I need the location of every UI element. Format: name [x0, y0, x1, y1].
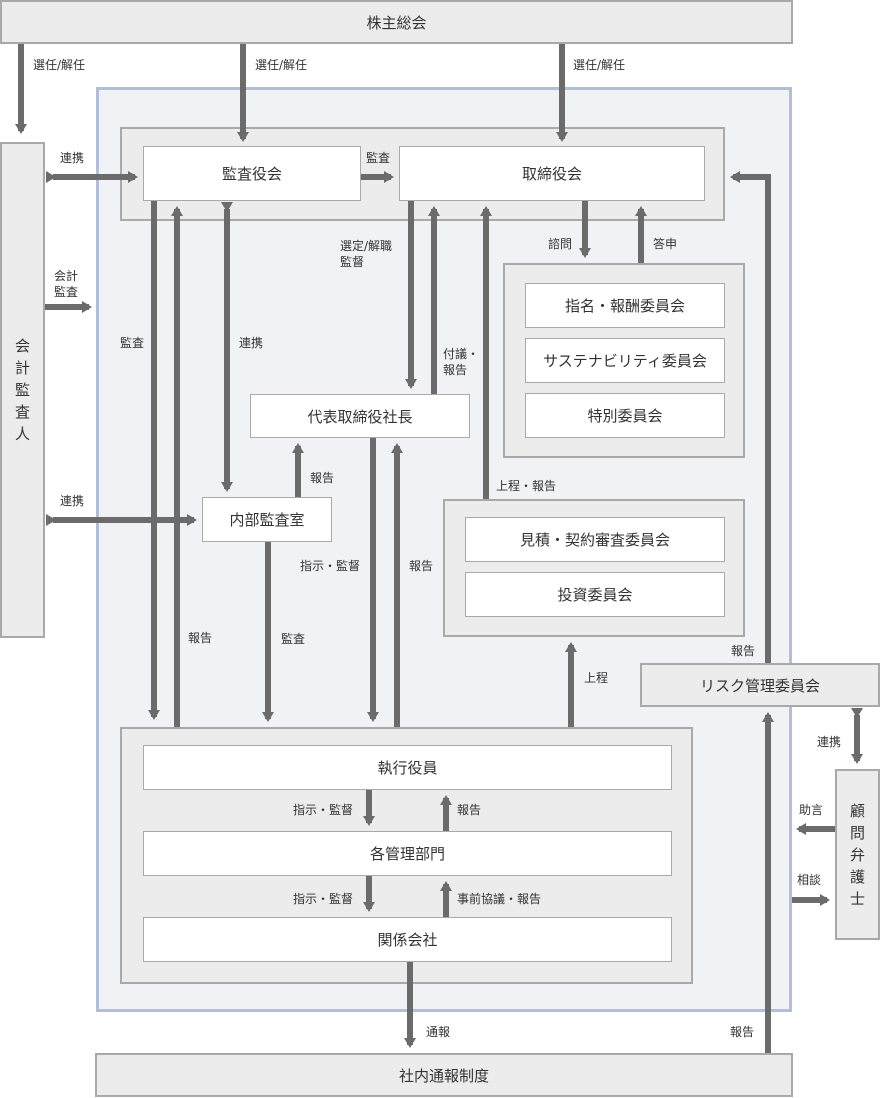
executive-officers-box: 執行役員	[143, 745, 672, 790]
shareholders-meeting: 株主総会	[0, 0, 793, 44]
auditor-char: 人	[14, 425, 30, 443]
lawyer-char: 顧	[849, 801, 865, 820]
risk-report-arrow	[730, 171, 771, 663]
estimate-committee-label: 見積・契約審査委員会	[519, 531, 670, 549]
board-of-directors-label: 取締役会	[521, 165, 582, 183]
label-accounting-audit: 会計 監査	[54, 268, 78, 300]
label-line: 報告	[443, 363, 468, 377]
legal-advisor: 顧 問 弁 護 士	[835, 769, 880, 940]
label-line: 会計	[54, 269, 79, 283]
label-report-risk: 報告	[731, 644, 756, 658]
risk-committee-box: リスク管理委員会	[640, 663, 880, 707]
sustainability-committee-box: サステナビリティ委員会	[525, 338, 725, 383]
departments-label: 各管理部門	[369, 845, 445, 863]
label-audit-left: 監査	[120, 336, 145, 350]
label-report-president: 報告	[409, 559, 434, 573]
label-line: 付議・	[443, 347, 480, 361]
label-pre-consult-report: 事前協議・報告	[457, 892, 542, 906]
label-submit-report: 上程・報告	[496, 479, 557, 493]
label-report-internal: 報告	[310, 471, 335, 485]
auditor-char: 会	[14, 337, 30, 355]
executive-officers-label: 執行役員	[377, 759, 438, 777]
label-coop-auditor-board: 連携	[60, 151, 85, 165]
label-audit-to-board: 監査	[366, 151, 391, 165]
president-label: 代表取締役社長	[307, 407, 413, 426]
internal-audit-box: 内部監査室	[202, 497, 332, 542]
special-committee-label: 特別委員会	[587, 407, 663, 425]
audit-board-label: 監査役会	[221, 165, 282, 183]
affiliates-box: 関係会社	[143, 917, 672, 962]
label-answer: 答申	[653, 237, 678, 251]
sustainability-committee-label: サステナビリティ委員会	[543, 352, 707, 370]
label-consult: 諮問	[548, 237, 573, 251]
label-submit: 上程	[584, 671, 609, 685]
whistleblower-system: 社内通報制度	[95, 1053, 793, 1097]
board-of-directors-box: 取締役会	[399, 146, 705, 201]
internal-audit-label: 内部監査室	[229, 511, 305, 529]
affiliates-label: 関係会社	[377, 931, 438, 949]
lawyer-char: 問	[849, 823, 865, 842]
label-consultation: 相談	[797, 873, 822, 887]
lawyer-char: 士	[849, 889, 865, 908]
risk-committee-label: リスク管理委員会	[699, 676, 820, 695]
president-box: 代表取締役社長	[250, 394, 470, 438]
label-coop-auditor-internal: 連携	[60, 494, 85, 508]
special-committee-box: 特別委員会	[525, 393, 725, 438]
label-report-officers: 報告	[457, 803, 482, 817]
label-report-left: 報告	[188, 631, 213, 645]
label-report-whistle: 報告	[730, 1025, 755, 1039]
nomination-committee-label: 指名・報酬委員会	[564, 297, 685, 315]
accounting-auditor: 会 計 監 査 人	[0, 142, 45, 638]
label-coop-mid: 連携	[239, 336, 264, 350]
auditor-char: 監	[14, 381, 30, 399]
label-line: 選定/解職	[340, 239, 393, 253]
lawyer-char: 弁	[849, 845, 865, 864]
investment-committee-label: 投資委員会	[557, 586, 633, 604]
shareholders-meeting-label: 株主総会	[366, 13, 427, 32]
label-instruct-supervise: 指示・監督	[300, 559, 361, 573]
lawyer-char: 護	[849, 867, 865, 886]
departments-box: 各管理部門	[143, 831, 672, 876]
label-proposal-report: 付議・ 報告	[443, 346, 479, 378]
label-advice: 助言	[799, 803, 824, 817]
whistleblower-system-label: 社内通報制度	[398, 1066, 489, 1085]
label-line: 監査	[54, 285, 79, 299]
label-whistle-report: 通報	[426, 1025, 451, 1039]
label-audit-internal: 監査	[281, 632, 306, 646]
label-coop-lawyer: 連携	[817, 735, 842, 749]
auditor-char: 計	[14, 359, 30, 377]
nomination-committee-box: 指名・報酬委員会	[525, 283, 725, 328]
label-elect-3: 選任/解任	[573, 58, 626, 72]
estimate-committee-box: 見積・契約審査委員会	[465, 517, 725, 562]
label-line: 監督	[340, 255, 365, 269]
label-appoint-supervise: 選定/解職 監督	[340, 238, 392, 270]
label-instruct-1: 指示・監督	[293, 803, 354, 817]
audit-board-box: 監査役会	[143, 146, 361, 201]
auditor-char: 査	[14, 403, 30, 421]
label-elect-1: 選任/解任	[33, 58, 86, 72]
investment-committee-box: 投資委員会	[465, 572, 725, 617]
label-elect-2: 選任/解任	[255, 58, 308, 72]
label-instruct-2: 指示・監督	[293, 892, 354, 906]
